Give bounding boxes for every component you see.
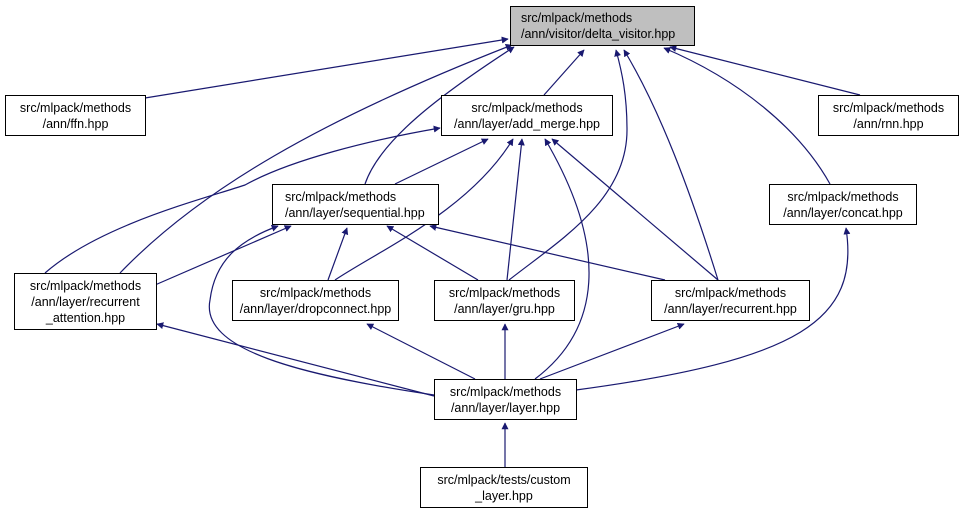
edge-recurrent-to-delta-visitor [623,49,719,281]
node-concat[interactable]: src/mlpack/methods /ann/layer/concat.hpp [769,184,917,225]
edge-recurrent-to-add-merge [551,138,719,281]
node-line: /ann/layer/recurrent [31,294,140,309]
edge-add-merge-to-delta-visitor [543,49,585,96]
node-line: src/mlpack/methods [19,100,132,115]
node-line: src/mlpack/methods [674,285,787,300]
node-line: /ann/ffn.hpp [42,116,109,131]
edge-layer-to-recurrent [539,322,685,380]
node-line: src/mlpack/methods [448,285,561,300]
edge-recurrent-attention-to-delta-visitor [119,44,513,274]
node-recurrent-attention[interactable]: src/mlpack/methods /ann/layer/recurrent … [14,273,157,330]
node-add-merge[interactable]: src/mlpack/methods /ann/layer/add_merge.… [441,95,613,136]
edge-sequential-to-add-merge [394,138,489,185]
node-line: src/mlpack/methods [259,285,372,300]
node-line: /ann/layer/dropconnect.hpp [239,301,392,316]
node-line: _attention.hpp [45,310,126,325]
edge-concat-to-delta-visitor [663,47,831,185]
edge-gru-to-delta-visitor [508,49,628,281]
edge-gru-to-add-merge [506,138,525,281]
node-line: /ann/rnn.hpp [853,116,924,131]
node-rnn[interactable]: src/mlpack/methods /ann/rnn.hpp [818,95,959,136]
node-line: src/mlpack/methods [832,100,945,115]
node-line: /ann/layer/concat.hpp [783,205,903,220]
node-line: _layer.hpp [475,488,533,503]
node-line: src/mlpack/methods [471,100,583,115]
node-line: /ann/visitor/delta_visitor.hpp [521,27,676,41]
edge-ffn-to-delta-visitor [144,36,509,99]
node-line: /ann/layer/gru.hpp [454,301,555,316]
edge-layer-to-sequential [208,224,435,396]
node-layer[interactable]: src/mlpack/methods /ann/layer/layer.hpp [434,379,577,420]
node-line: src/mlpack/methods [449,384,562,399]
node-line: /ann/layer/add_merge.hpp [454,116,600,131]
edge-layer-to-recurrent-attention [156,322,435,397]
node-gru[interactable]: src/mlpack/methods /ann/layer/gru.hpp [434,280,575,321]
edge-sequential-to-delta-visitor [364,46,515,185]
edge-dropconnect-to-sequential [327,227,349,281]
edge-rnn-to-delta-visitor [669,45,861,96]
node-line: src/mlpack/methods [521,11,633,25]
node-line: /ann/layer/sequential.hpp [285,205,425,220]
edge-layer-to-concat [575,227,851,391]
node-dropconnect[interactable]: src/mlpack/methods /ann/layer/dropconnec… [232,280,399,321]
node-line: src/mlpack/methods [285,189,397,204]
edge-layer-to-add-merge [534,138,590,380]
edge-recurrent-attention-to-add-merge [44,125,441,274]
node-line: /ann/layer/layer.hpp [450,400,561,415]
node-line: src/mlpack/tests/custom [437,472,571,487]
node-sequential[interactable]: src/mlpack/methods /ann/layer/sequential… [272,184,439,225]
node-line: src/mlpack/methods [29,278,142,293]
node-line: src/mlpack/methods [787,189,899,204]
node-ffn[interactable]: src/mlpack/methods /ann/ffn.hpp [5,95,146,136]
edge-recurrent-to-sequential [429,223,666,281]
node-delta-visitor[interactable]: src/mlpack/methods /ann/visitor/delta_vi… [510,6,695,46]
node-recurrent[interactable]: src/mlpack/methods /ann/layer/recurrent.… [651,280,810,321]
edge-recurrent-attention-to-sequential [154,225,292,286]
node-line: /ann/layer/recurrent.hpp [664,301,797,316]
edge-gru-to-sequential [386,225,479,281]
edge-layer-to-dropconnect [366,323,476,380]
node-custom-layer[interactable]: src/mlpack/tests/custom _layer.hpp [420,467,588,508]
